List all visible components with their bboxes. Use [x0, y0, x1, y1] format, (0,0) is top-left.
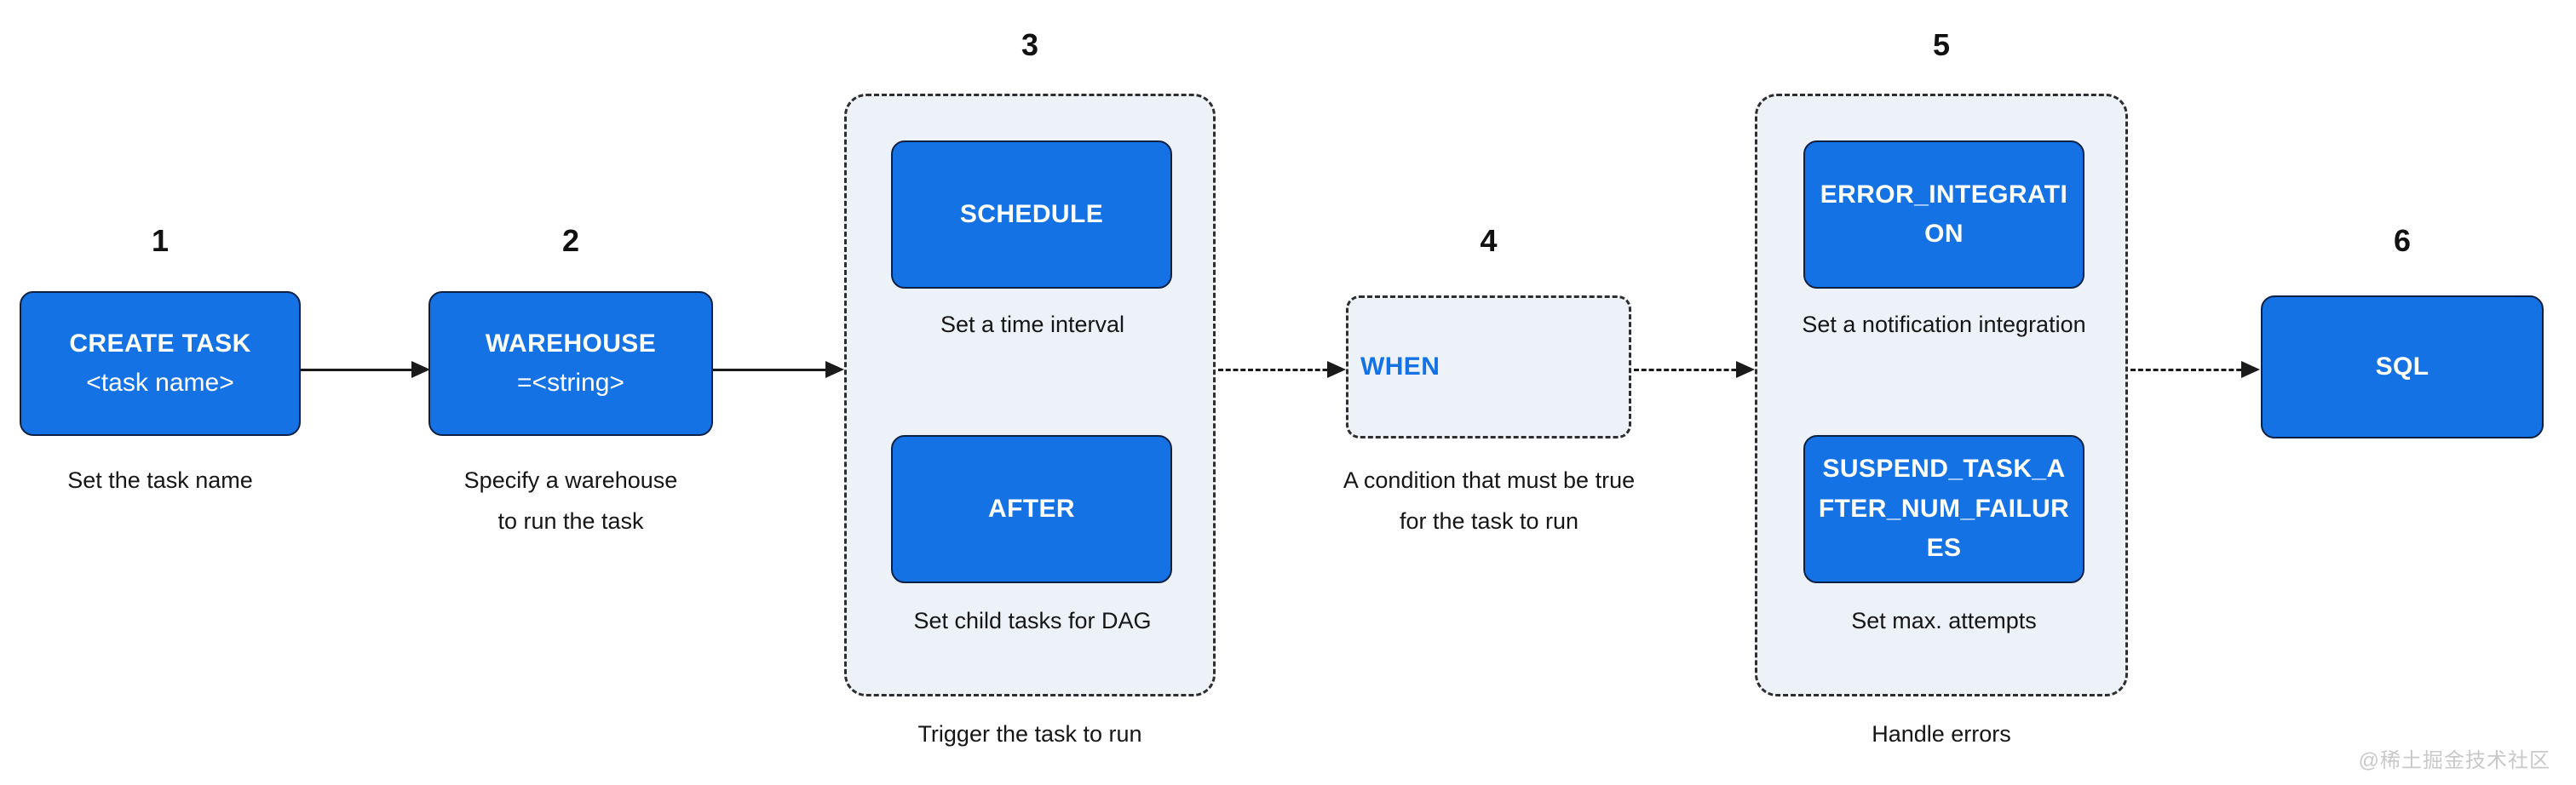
node-error-integration: ERROR_INTEGRATION — [1803, 140, 2084, 289]
arrow-warehouse-to-trigger — [713, 361, 844, 378]
arrow-errors-to-sql — [2130, 361, 2260, 378]
caption-when-line1: A condition that must be true — [1343, 467, 1636, 493]
caption-errors-group: Handle errors — [1872, 721, 2011, 747]
node-create-task-subtitle: <task name> — [86, 369, 234, 397]
node-after-title: AFTER — [988, 494, 1075, 523]
caption-when: A condition that must be true for the ta… — [1289, 460, 1689, 541]
step-number-6: 6 — [2393, 223, 2412, 258]
node-warehouse: WAREHOUSE =<string> — [428, 291, 713, 436]
node-suspend-task-title: SUSPEND_TASK_AFTER_NUM_FAILURES — [1818, 455, 2070, 563]
node-after: AFTER — [891, 435, 1172, 583]
node-when: WHEN — [1346, 295, 1631, 438]
step-number-4: 4 — [1480, 223, 1498, 258]
node-warehouse-subtitle: =<string> — [517, 369, 624, 397]
caption-warehouse-line1: Specify a warehouse — [463, 467, 678, 493]
node-create-task-title: CREATE TASK — [69, 329, 251, 358]
node-suspend-task: SUSPEND_TASK_AFTER_NUM_FAILURES — [1803, 435, 2084, 583]
caption-warehouse-line2: to run the task — [497, 508, 644, 534]
node-warehouse-title: WAREHOUSE — [485, 329, 657, 358]
arrow-trigger-to-when — [1218, 361, 1346, 378]
step-number-1: 1 — [151, 223, 170, 258]
caption-create-task: Set the task name — [67, 467, 253, 493]
caption-trigger-group: Trigger the task to run — [917, 721, 1142, 747]
caption-error-integration: Set a notification integration — [1802, 312, 2086, 337]
step-number-2: 2 — [561, 223, 580, 258]
node-schedule-title: SCHEDULE — [959, 199, 1104, 228]
node-create-task: CREATE TASK <task name> — [20, 291, 301, 436]
arrow-create-to-warehouse — [301, 361, 430, 378]
caption-after: Set child tasks for DAG — [913, 608, 1152, 633]
arrow-when-to-errors — [1634, 361, 1755, 378]
group-trigger: SCHEDULE Set a time interval AFTER Set c… — [844, 94, 1216, 696]
node-when-title: WHEN — [1360, 352, 1440, 381]
caption-when-line2: for the task to run — [1399, 508, 1579, 534]
node-sql-title: SQL — [2375, 352, 2429, 381]
caption-schedule: Set a time interval — [940, 312, 1125, 337]
step-number-3: 3 — [1021, 27, 1039, 62]
step-number-5: 5 — [1932, 27, 1951, 62]
caption-warehouse: Specify a warehouse to run the task — [379, 460, 762, 541]
watermark: @稀土掘金技术社区 — [2358, 749, 2550, 772]
node-schedule: SCHEDULE — [891, 140, 1172, 289]
node-sql: SQL — [2261, 295, 2544, 438]
node-error-integration-title: ERROR_INTEGRATION — [1820, 180, 2068, 249]
group-errors: ERROR_INTEGRATION Set a notification int… — [1755, 94, 2128, 696]
caption-suspend-task: Set max. attempts — [1851, 608, 2037, 633]
